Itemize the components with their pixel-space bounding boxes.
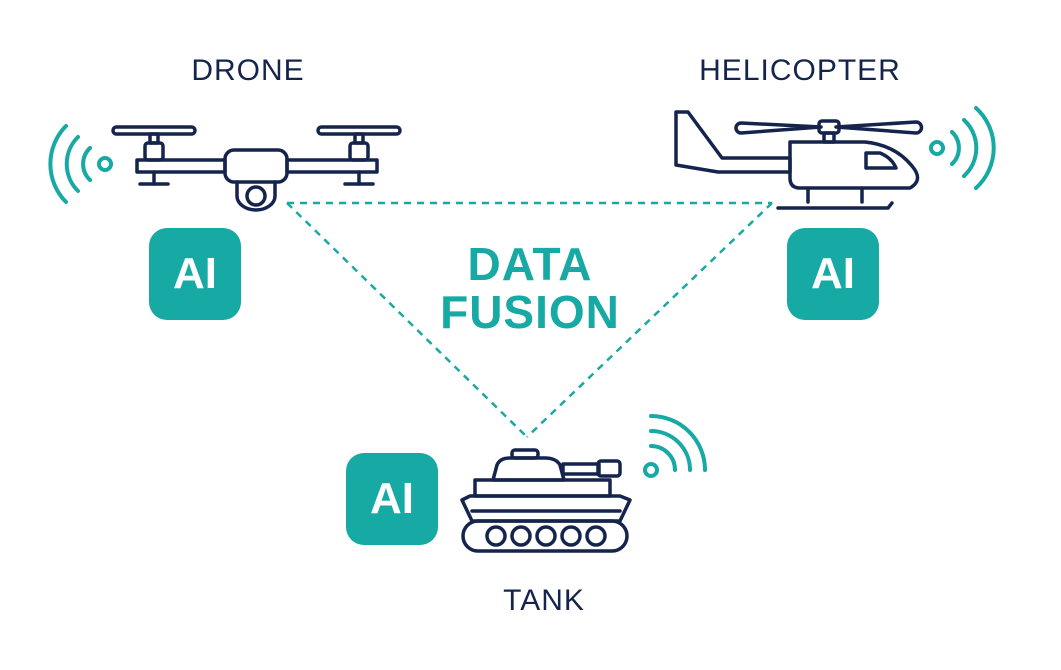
connection-helicopter-tank	[526, 202, 773, 438]
tank-ai-badge: AI	[346, 453, 438, 545]
wifi-signal-icon-left	[48, 124, 113, 204]
connection-lines	[286, 201, 773, 438]
data-fusion-line-2: FUSION	[440, 286, 620, 338]
wifi-signal-icon-tank	[643, 414, 707, 478]
helicopter-label: HELICOPTER	[699, 54, 901, 87]
data-fusion-line-1: DATA	[467, 238, 593, 290]
drone-ai-badge: AI	[149, 228, 241, 320]
drone-label: DRONE	[191, 54, 305, 87]
wifi-signal-icon-right	[929, 106, 996, 190]
helicopter-ai-badge: AI	[787, 228, 879, 320]
data-fusion-title: DATA FUSION	[400, 240, 660, 336]
helicopter-icon	[674, 110, 924, 210]
connection-drone-tank	[286, 202, 528, 438]
tank-icon	[460, 448, 632, 553]
drone-icon	[111, 125, 402, 212]
tank-label: TANK	[503, 584, 585, 617]
